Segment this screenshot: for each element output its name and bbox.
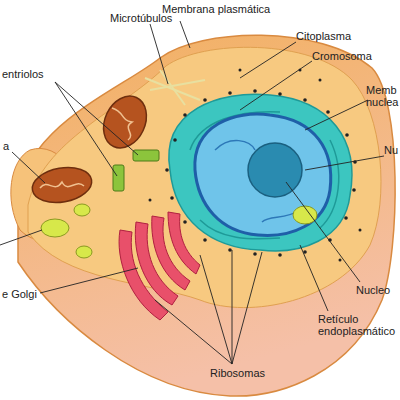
label-text: Cromosoma [312, 50, 372, 62]
label-text: Ribosomas [210, 367, 265, 379]
label-text: a [3, 140, 9, 152]
label-text: Membrana plasmática [162, 3, 270, 15]
label-text: entriolos [2, 68, 44, 80]
label-text: Nucleo [356, 284, 390, 296]
label-text: Nu [384, 144, 398, 156]
label-text: Memb nuclea [366, 84, 398, 108]
label-text: Retículo endoplasmático [318, 313, 398, 337]
label-text: e Golgi [2, 288, 37, 300]
label-text: Citoplasma [296, 30, 351, 42]
